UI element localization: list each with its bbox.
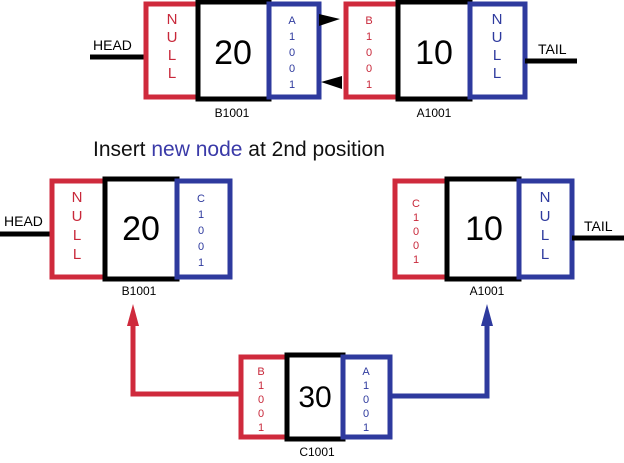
bottom-node-a-prev-cell [392, 178, 450, 280]
instruction-after: at 2nd position [248, 138, 385, 161]
bottom-node-a-next-cell [516, 178, 575, 280]
top-node-a-next-cell [467, 1, 528, 100]
top-node-b-value: 20 [214, 34, 252, 72]
red-connector-arrowhead [127, 304, 139, 326]
bottom-node-b-value: 20 [122, 210, 160, 248]
top-forward-arrow [319, 14, 340, 26]
new-node-address: C1001 [299, 445, 335, 459]
top-node-b-address: B1001 [215, 106, 250, 120]
blue-connector-c-to-a [392, 304, 493, 399]
top-node-b-next-cell [266, 1, 322, 100]
red-connector-c-to-b [127, 304, 239, 397]
instruction-before: Insert [93, 138, 146, 161]
top-tail-label: TAIL [538, 41, 567, 57]
instruction-highlight: new node [151, 138, 243, 161]
bottom-node-a-value: 10 [465, 210, 503, 248]
bottom-node-b-next-cell [174, 178, 233, 280]
instruction-title: Insert new node at 2nd position [93, 138, 385, 162]
top-node-a-value: 10 [415, 34, 453, 72]
new-node-value: 30 [298, 381, 331, 414]
bottom-head-label: HEAD [4, 213, 43, 229]
top-backward-arrow [321, 76, 342, 89]
new-node-next-cell [340, 354, 393, 440]
bottom-node-a-address: A1001 [470, 284, 505, 298]
bottom-tail-label: TAIL [584, 218, 613, 234]
blue-connector-arrowhead [481, 304, 493, 326]
top-head-label: HEAD [93, 37, 132, 53]
top-node-a-address: A1001 [417, 106, 452, 120]
bottom-node-b-address: B1001 [122, 284, 157, 298]
